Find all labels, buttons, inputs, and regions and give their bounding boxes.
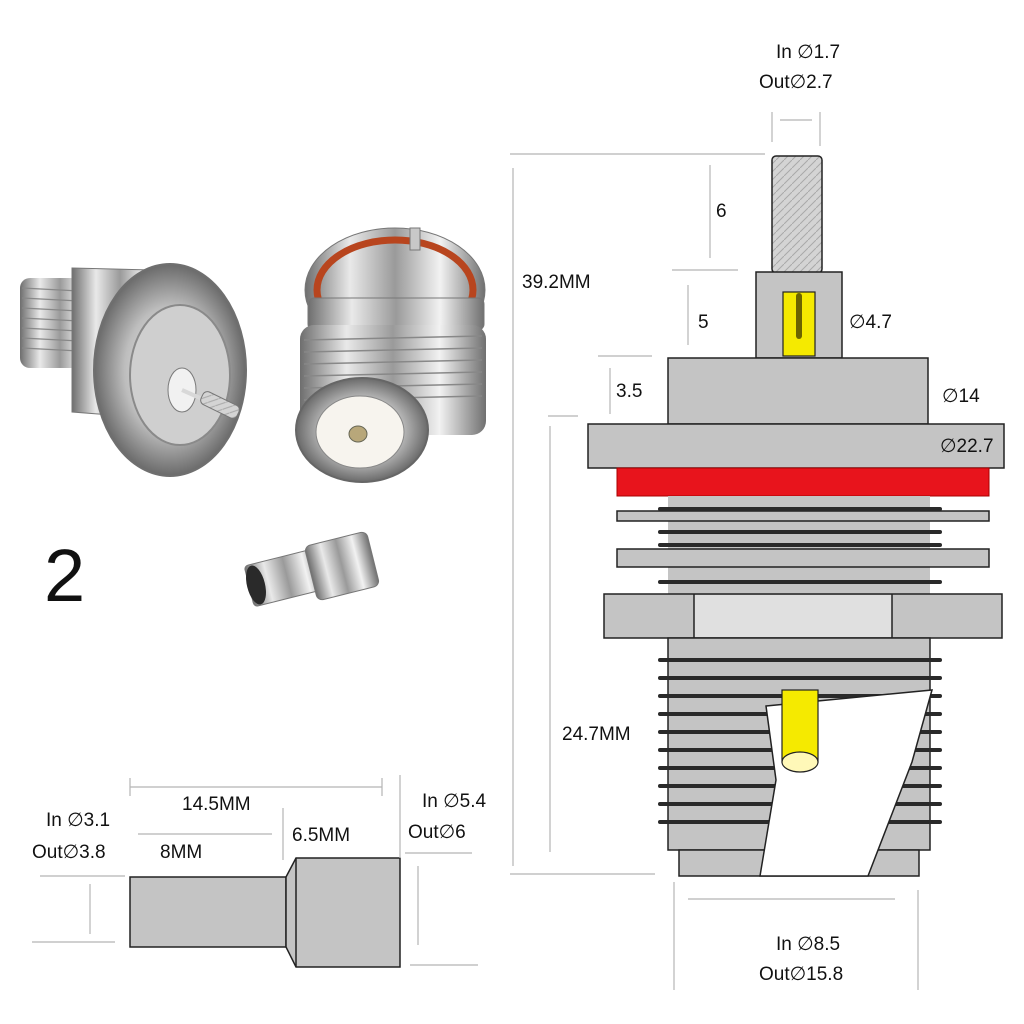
ferrule-thick-length: 6.5MM xyxy=(292,825,350,846)
ferrule-thin-inner: In ∅3.1 xyxy=(46,810,110,831)
front-pin-top xyxy=(409,227,421,251)
inner-contact xyxy=(781,689,819,763)
pin-tip-length: 6 xyxy=(716,201,727,222)
pin-outer-diameter: Out∅2.7 xyxy=(759,72,833,93)
front-contact xyxy=(348,425,368,443)
upper-thread-lines xyxy=(658,507,942,584)
total-length: 39.2MM xyxy=(522,272,591,293)
ferrule-thin-length: 8MM xyxy=(160,842,202,863)
ferrule-drawing: 14.5MM 8MM 6.5MM In ∅3.1 Out∅3.8 In ∅5.4… xyxy=(32,775,487,968)
bottom-inner-diameter: In ∅8.5 xyxy=(776,934,840,955)
connector-photo-front xyxy=(295,227,486,483)
variant-number: 2 xyxy=(44,534,85,617)
pin-tip xyxy=(200,391,240,419)
connector-drawing: In ∅1.7 Out∅2.7 6 5 ∅4.7 39.2MM 3.5 ∅14 … xyxy=(510,42,1005,990)
thread-length: 24.7MM xyxy=(562,724,631,745)
connector-photo-side xyxy=(20,263,247,477)
pin-body-length: 5 xyxy=(698,312,709,333)
flange-diameter: ∅22.7 xyxy=(940,436,994,457)
neck-diameter: ∅14 xyxy=(942,386,980,407)
ferrule-photo-thick xyxy=(304,531,380,601)
ferrule-thick-inner: In ∅5.4 xyxy=(422,791,487,812)
pin-body-diameter: ∅4.7 xyxy=(849,312,892,333)
ferrule-photo xyxy=(244,531,380,607)
inner-contact-end xyxy=(781,751,819,773)
ferrule-thick-outer: Out∅6 xyxy=(408,822,466,843)
washer xyxy=(616,510,990,522)
ferrule-dimension-lines xyxy=(32,775,478,966)
ferrule-total-length: 14.5MM xyxy=(182,794,251,815)
pin-inner-diameter: In ∅1.7 xyxy=(776,42,840,63)
flange-step: 3.5 xyxy=(616,381,642,402)
lock-plate xyxy=(616,548,990,568)
ferrule-photo-bore xyxy=(246,565,266,605)
ferrule-thin-section xyxy=(129,876,287,948)
neck xyxy=(667,357,929,425)
gasket xyxy=(616,467,990,497)
connector-dimension-lines xyxy=(510,112,919,990)
ferrule-thin-outer: Out∅3.8 xyxy=(32,842,106,863)
ferrule-thick-section xyxy=(285,857,401,968)
flange xyxy=(587,423,1005,469)
hex-nut-face xyxy=(694,595,892,637)
bottom-outer-diameter: Out∅15.8 xyxy=(759,964,843,985)
pin-tip-knurled xyxy=(771,155,823,274)
